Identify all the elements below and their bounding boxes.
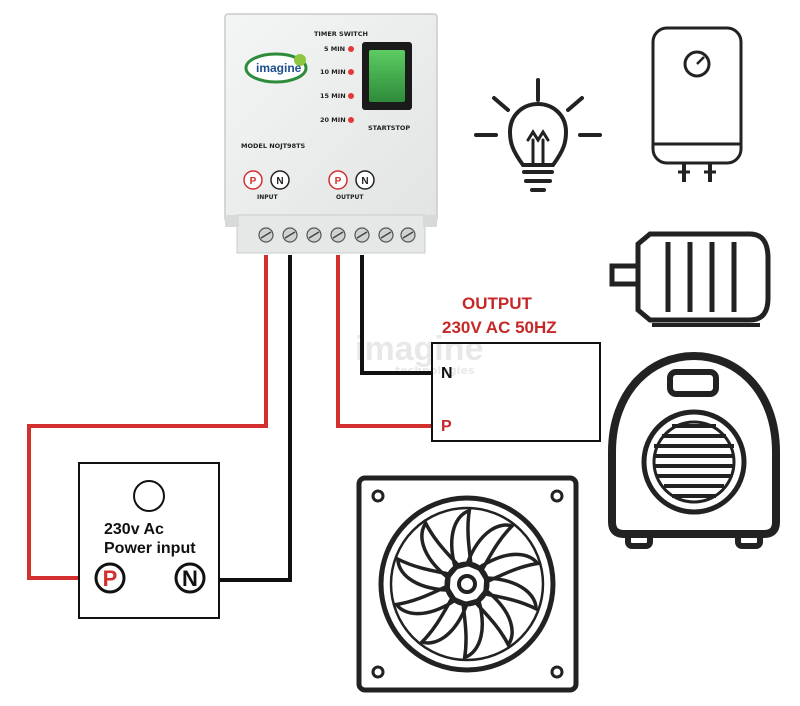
output-live-wire: [336, 255, 432, 428]
device-output-terminals: P N OUTPUT: [328, 170, 375, 201]
power-input-line1: 230v Ac: [104, 521, 164, 538]
device-input-label: INPUT: [257, 194, 279, 201]
start-stop-label: STARTSTOP: [368, 124, 410, 132]
screw-2: [282, 227, 298, 243]
light-bulb-icon: [474, 78, 602, 192]
water-heater-icon: [651, 26, 743, 182]
motor-icon: [609, 231, 771, 327]
device-input-p-label: P: [250, 176, 257, 187]
timer-switch-title: TIMER SWITCH: [314, 30, 368, 38]
device-foot-left: [225, 215, 239, 227]
power-input-p-terminal: [94, 562, 126, 594]
screw-4: [330, 227, 346, 243]
wires: [27, 255, 432, 582]
brand-name: imagine: [256, 61, 302, 75]
power-input-n-label: N: [182, 566, 198, 591]
watermark-brand: imagine: [355, 330, 483, 368]
screw-7: [400, 227, 416, 243]
led-20: [348, 117, 354, 123]
fan-blades: [393, 508, 541, 660]
timer-options: 5 MIN 10 MIN 15 MIN 20 MIN: [320, 45, 354, 124]
output-title: OUTPUT: [462, 294, 533, 313]
switch-rocker: [369, 50, 405, 102]
room-heater-icon: [608, 351, 780, 549]
watermark-sub: technologies: [395, 364, 475, 377]
device-output-n: [355, 170, 375, 190]
output-terminal-n: N: [441, 365, 453, 382]
device-foot-right: [423, 215, 437, 227]
device-output-p-label: P: [335, 176, 342, 187]
timer-option-15[interactable]: 15 MIN: [320, 92, 346, 100]
power-indicator: [133, 480, 165, 512]
led-15: [348, 93, 354, 99]
input-live-wire: [27, 255, 268, 580]
screw-terminals: [258, 227, 416, 243]
device-output-label: OUTPUT: [336, 194, 364, 201]
device-output-n-label: N: [361, 176, 368, 187]
device-input-terminals: P N INPUT: [243, 170, 290, 201]
output-terminal-p: P: [441, 418, 452, 435]
watermark: imagine technologies: [355, 330, 483, 377]
brand-logo: imagine: [244, 52, 308, 84]
output-frame: [431, 342, 601, 442]
led-10: [348, 69, 354, 75]
timer-option-5[interactable]: 5 MIN: [324, 45, 345, 53]
timer-switch-device: imagine TIMER SWITCH 5 MIN 10 MIN 15 MIN…: [224, 13, 438, 254]
screw-1: [258, 227, 274, 243]
output-neutral-wire: [360, 255, 432, 375]
exhaust-fan-icon: [356, 475, 579, 693]
input-neutral-wire: [206, 255, 292, 582]
device-input-p: [243, 170, 263, 190]
output-box: OUTPUT 230V AC 50HZ N P: [431, 294, 601, 442]
power-input-n-terminal: [174, 562, 206, 594]
power-input-line2: Power input: [104, 540, 196, 557]
power-input-box: 230v Ac Power input P N: [78, 462, 220, 619]
timer-option-10[interactable]: 10 MIN: [320, 68, 346, 76]
device-input-n-label: N: [276, 176, 283, 187]
screw-5: [354, 227, 370, 243]
device-output-p: [328, 170, 348, 190]
screw-3: [306, 227, 322, 243]
device-input-n: [270, 170, 290, 190]
led-5: [348, 46, 354, 52]
model-label: MODEL NOJT98TS: [241, 142, 306, 150]
output-spec: 230V AC 50HZ: [442, 318, 557, 337]
screw-6: [378, 227, 394, 243]
power-input-p-label: P: [103, 566, 118, 591]
timer-option-20[interactable]: 20 MIN: [320, 116, 346, 124]
start-stop-button[interactable]: [362, 42, 412, 110]
